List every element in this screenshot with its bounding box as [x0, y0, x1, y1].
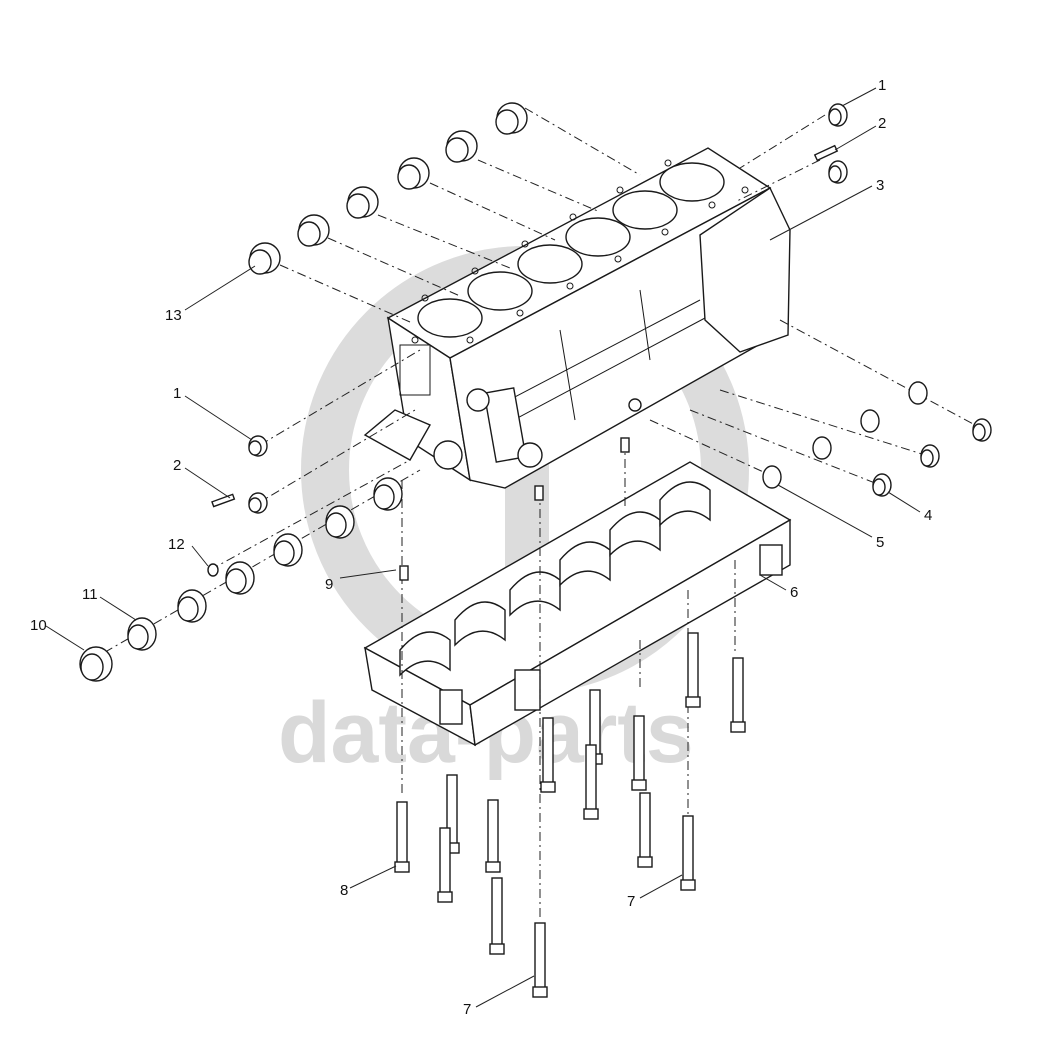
cylinder-liners: [248, 102, 528, 275]
cylinder-block: [363, 147, 791, 489]
callout-1-top: 1: [878, 77, 886, 94]
callout-1-left: 1: [173, 385, 181, 402]
callout-11: 11: [82, 586, 98, 603]
callout-7-right: 7: [627, 893, 635, 910]
plugs-and-rings: [207, 103, 992, 581]
leader-lines: [45, 87, 921, 1008]
callout-labels: 1 2 3 13 1 2 12 11 10 9 4 5 6 8 7 7: [30, 77, 932, 1018]
callout-5: 5: [876, 534, 884, 551]
callout-2-top: 2: [878, 115, 886, 132]
callout-4: 4: [924, 507, 932, 524]
callout-13: 13: [165, 307, 182, 324]
callout-12: 12: [168, 536, 185, 553]
assembly-center-lines: [87, 107, 976, 920]
callout-10: 10: [30, 617, 47, 634]
callout-9: 9: [325, 576, 333, 593]
callout-8: 8: [340, 882, 348, 899]
camshaft-bushings: [79, 477, 403, 682]
crankcase-bedplate: [363, 461, 792, 747]
callout-3: 3: [876, 177, 884, 194]
callout-7-bottom: 7: [463, 1001, 471, 1018]
callout-2-left: 2: [173, 457, 181, 474]
callout-6: 6: [790, 584, 798, 601]
main-bearing-bolts: [394, 632, 746, 998]
